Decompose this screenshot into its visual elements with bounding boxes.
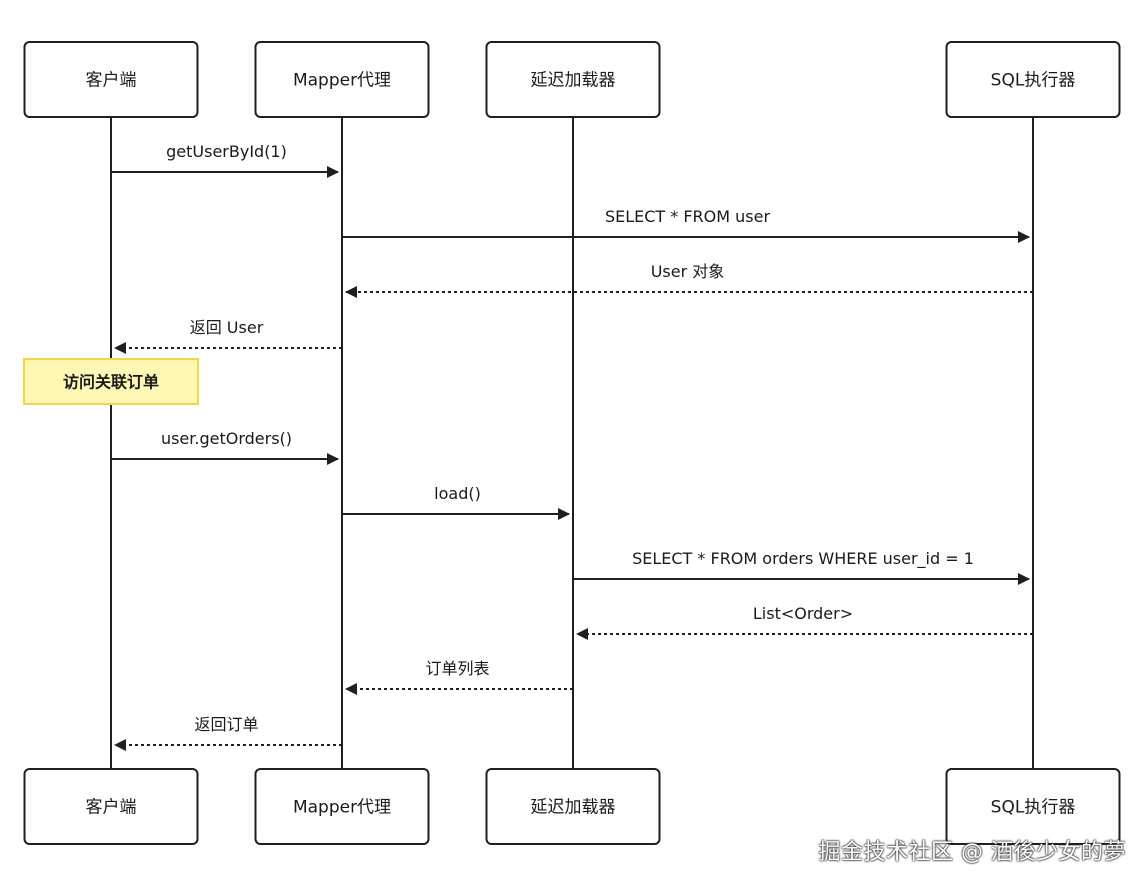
participant-label: 延迟加载器 bbox=[531, 798, 616, 818]
message-8: List<Order> bbox=[576, 604, 1033, 640]
note-box bbox=[23, 358, 199, 405]
note: 访问关联订单 bbox=[23, 358, 199, 405]
message-label: 订单列表 bbox=[425, 659, 489, 678]
participant-box bbox=[23, 768, 199, 845]
message-label: getUserById(1) bbox=[166, 142, 287, 161]
note-label: 访问关联订单 bbox=[63, 373, 159, 392]
message-3: User 对象 bbox=[345, 262, 1033, 298]
message-5: user.getOrders() bbox=[111, 429, 339, 465]
message-7: SELECT * FROM orders WHERE user_id = 1 bbox=[573, 549, 1030, 585]
participant-label: 客户端 bbox=[86, 798, 137, 818]
participant-loader-bottom: 延迟加载器 bbox=[485, 768, 661, 845]
message-1: getUserById(1) bbox=[111, 142, 339, 178]
participant-box bbox=[23, 41, 199, 118]
participant-box bbox=[254, 768, 430, 845]
message-6: load() bbox=[342, 484, 570, 520]
message-9: 订单列表 bbox=[345, 659, 573, 695]
participant-label: Mapper代理 bbox=[293, 798, 391, 818]
message-label: 返回 User bbox=[190, 318, 264, 337]
message-10: 返回订单 bbox=[114, 715, 342, 751]
participant-client-bottom: 客户端 bbox=[23, 768, 199, 845]
participant-executor-bottom: SQL执行器 bbox=[945, 768, 1121, 845]
participant-client-top: 客户端 bbox=[23, 41, 199, 118]
participant-proxy-bottom: Mapper代理 bbox=[254, 768, 430, 845]
participant-proxy-top: Mapper代理 bbox=[254, 41, 430, 118]
participant-box bbox=[945, 768, 1121, 845]
participant-box bbox=[945, 41, 1121, 118]
message-label: List<Order> bbox=[753, 604, 853, 623]
participant-box bbox=[254, 41, 430, 118]
message-label: SELECT * FROM user bbox=[605, 207, 771, 226]
participant-executor-top: SQL执行器 bbox=[945, 41, 1121, 118]
participant-label: SQL执行器 bbox=[991, 798, 1076, 818]
participant-label: 客户端 bbox=[86, 71, 137, 91]
participant-label: SQL执行器 bbox=[991, 71, 1076, 91]
message-label: load() bbox=[434, 484, 481, 503]
participant-label: Mapper代理 bbox=[293, 71, 391, 91]
message-label: SELECT * FROM orders WHERE user_id = 1 bbox=[632, 549, 974, 569]
participant-box bbox=[485, 768, 661, 845]
participant-label: 延迟加载器 bbox=[531, 71, 616, 91]
participant-box bbox=[485, 41, 661, 118]
message-4: 返回 User bbox=[114, 318, 342, 354]
participant-loader-top: 延迟加载器 bbox=[485, 41, 661, 118]
watermark: 掘金技术社区 @ 酒後少女的夢 bbox=[818, 840, 1126, 865]
message-label: user.getOrders() bbox=[161, 429, 292, 448]
message-label: User 对象 bbox=[651, 262, 725, 281]
message-2: SELECT * FROM user bbox=[342, 207, 1030, 243]
message-label: 返回订单 bbox=[194, 715, 258, 734]
